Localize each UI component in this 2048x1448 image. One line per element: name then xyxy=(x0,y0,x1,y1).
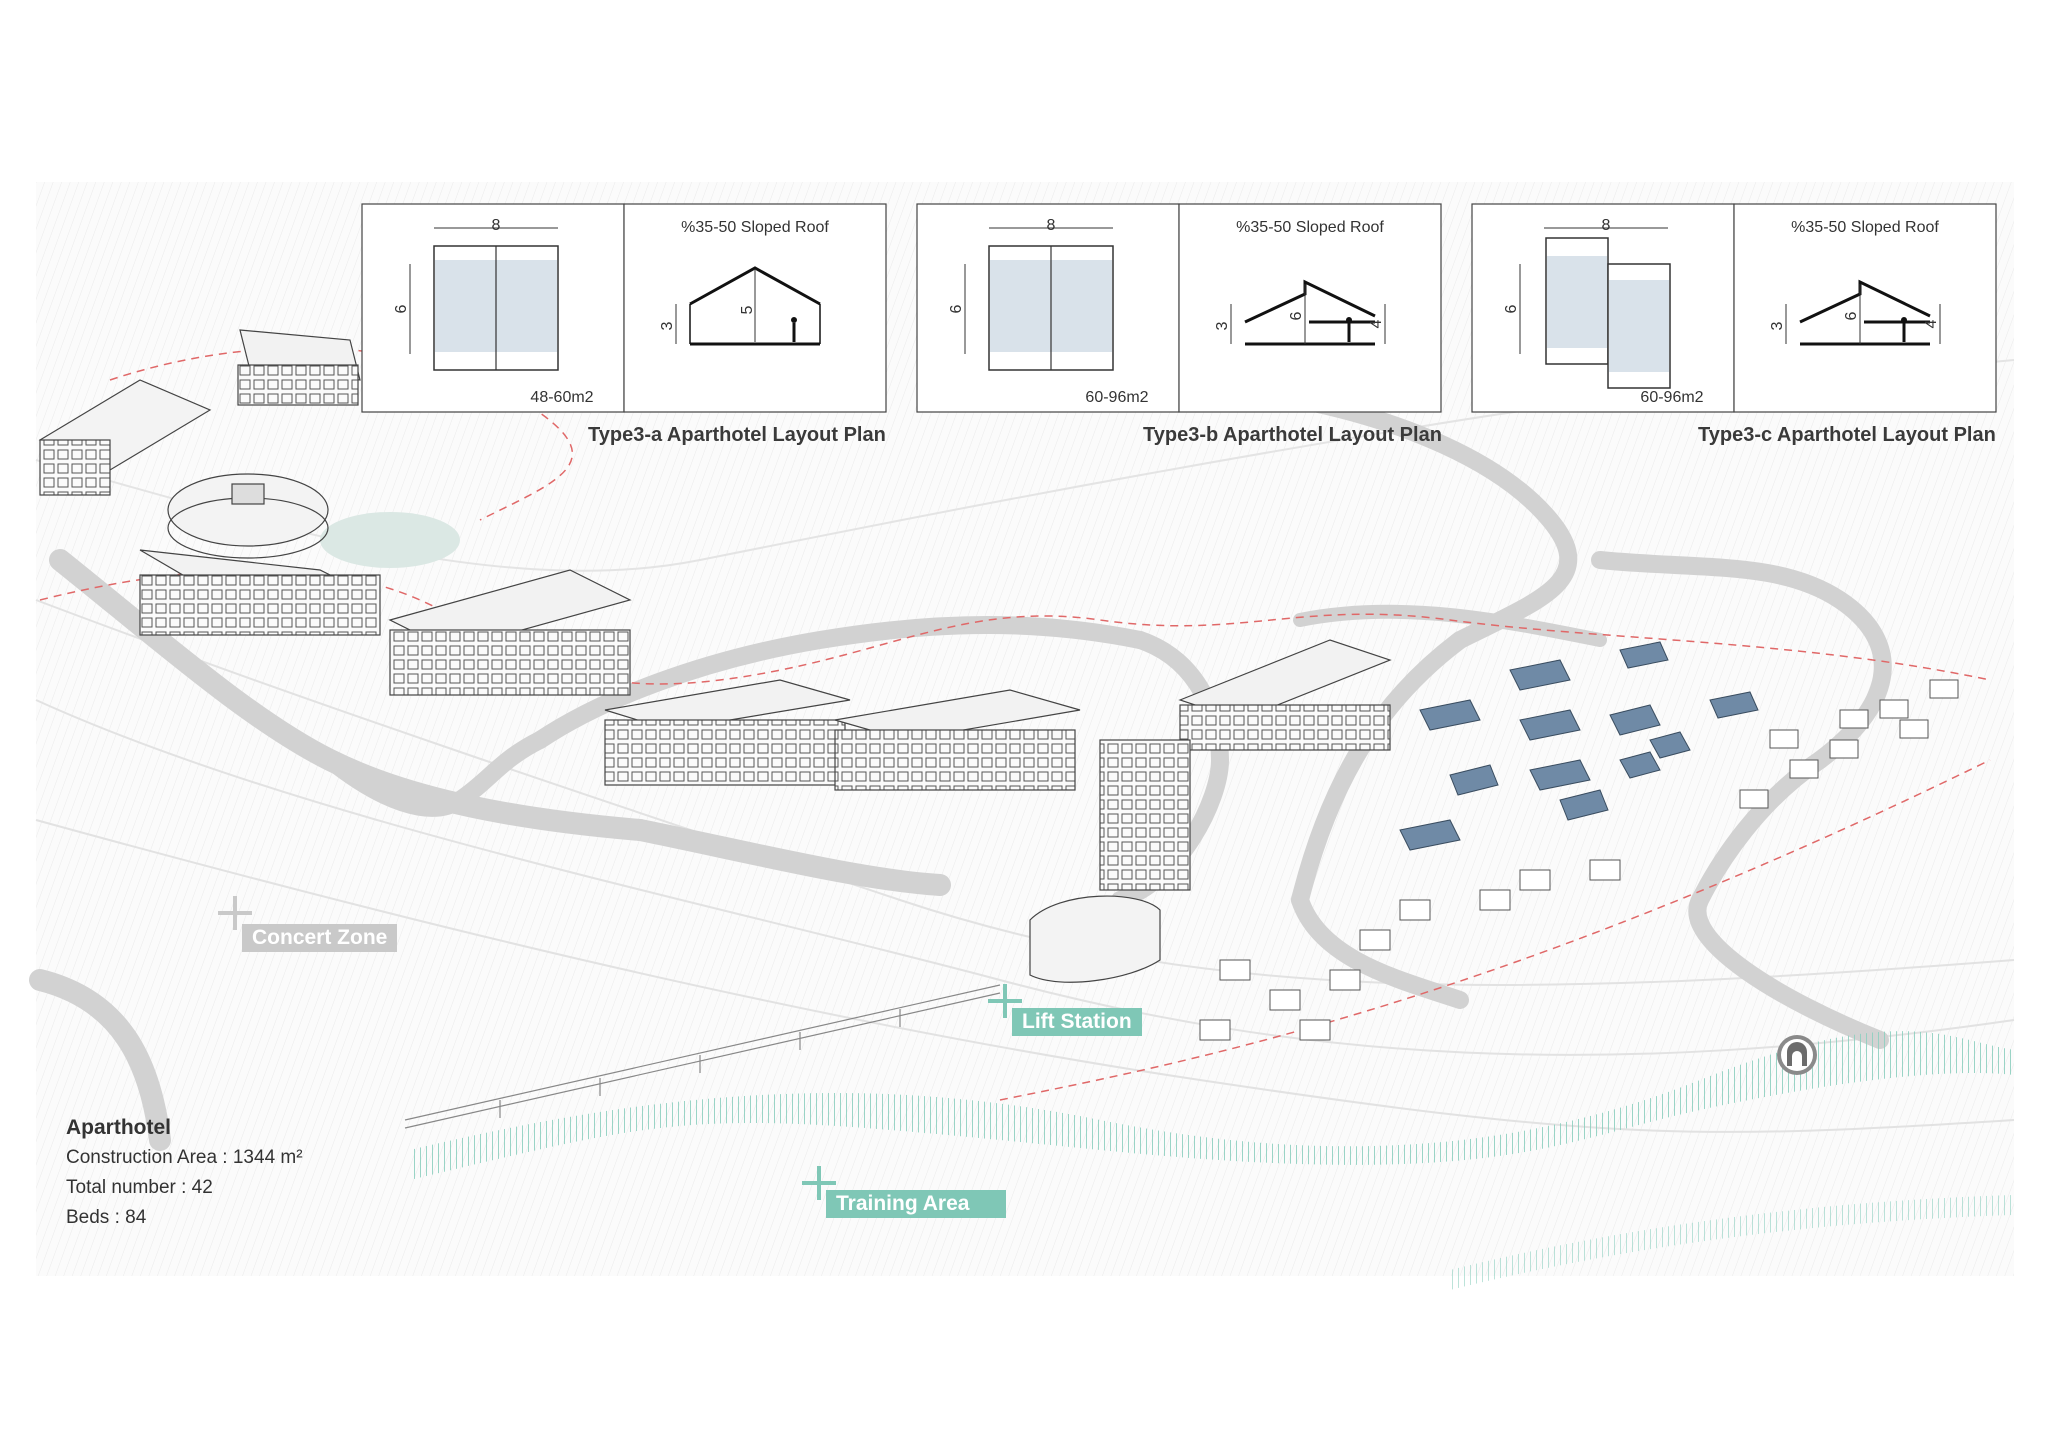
lift-station-label: Lift Station xyxy=(1012,1008,1142,1036)
width-dim-label: 8 xyxy=(1602,217,1611,234)
width-dim-label: 8 xyxy=(1047,217,1056,234)
construction-area: Construction Area : 1344 m² xyxy=(66,1147,303,1168)
wall-dim-label: 3 xyxy=(1769,321,1786,330)
plan-title-type3c: Type3-c Aparthotel Layout Plan xyxy=(1698,424,1996,446)
width-dim-label: 8 xyxy=(492,217,501,234)
ropeway xyxy=(404,984,1001,1129)
beds-count: Beds : 84 xyxy=(66,1207,147,1228)
lift-marker-icon xyxy=(988,984,1022,1018)
roof-title: %35-50 Sloped Roof xyxy=(1236,219,1384,236)
site-boundary xyxy=(39,347,1991,1101)
mezz-dim-label: 4 xyxy=(1923,319,1940,328)
area-label: 60-96m2 xyxy=(1640,389,1703,406)
training-marker-icon xyxy=(802,1166,836,1200)
section-roof xyxy=(689,266,821,306)
depth-dim-label: 6 xyxy=(948,304,965,313)
area-label: 60-96m2 xyxy=(1085,389,1148,406)
total-number: Total number : 42 xyxy=(66,1177,213,1198)
mezz-dim-label: 4 xyxy=(1368,319,1385,328)
person-icon xyxy=(791,317,797,323)
tunnel-icon xyxy=(1777,1035,1817,1075)
depth-dim-label: 6 xyxy=(1503,304,1520,313)
plan-panel-2: 8 6 60-96m2 %35-50 Sloped Roof 6 4 3 xyxy=(916,203,1442,413)
person-icon xyxy=(1346,317,1352,323)
ridge-dim-label: 5 xyxy=(739,305,756,314)
roof-title: %35-50 Sloped Roof xyxy=(681,219,829,236)
plan-panel-1: 8 6 48-60m2 %35-50 Sloped Roof 5 3 xyxy=(361,203,887,413)
wall-dim-label: 3 xyxy=(1214,321,1231,330)
person-icon xyxy=(1901,317,1907,323)
roof-title: %35-50 Sloped Roof xyxy=(1791,219,1939,236)
cabins-blue xyxy=(1399,641,1759,851)
cabins-white xyxy=(1199,679,1959,1041)
section-box xyxy=(1178,203,1442,413)
plan-room-left xyxy=(1547,256,1607,348)
concert-zone-label: Concert Zone xyxy=(242,924,398,952)
plan-panels: 8 6 48-60m2 %35-50 Sloped Roof 5 3 8 6 60-96m2 %3… xyxy=(361,203,1997,413)
area-label: 48-60m2 xyxy=(530,389,593,406)
training-corridor xyxy=(410,1031,2014,1290)
wall-dim-label: 3 xyxy=(659,321,676,330)
aparthotel-info: Aparthotel Construction Area : 1344 m² T… xyxy=(66,1113,303,1233)
ridge-dim-label: 6 xyxy=(1843,311,1860,320)
section-box xyxy=(1733,203,1997,413)
depth-dim-label: 6 xyxy=(393,304,410,313)
ridge-dim-label: 6 xyxy=(1288,311,1305,320)
plan-panel-3: 8 6 60-96m2 %35-50 Sloped Roof 6 4 3 xyxy=(1471,203,1997,413)
plan-title-type3b: Type3-b Aparthotel Layout Plan xyxy=(1143,424,1442,446)
concert-marker-icon xyxy=(218,896,252,930)
training-area-label: Training Area xyxy=(826,1190,1006,1218)
buildings xyxy=(38,329,1392,983)
plan-title-type3a: Type3-a Aparthotel Layout Plan xyxy=(588,424,886,446)
pond xyxy=(320,512,460,568)
plan-room-right xyxy=(1609,280,1669,372)
info-heading: Aparthotel xyxy=(66,1116,171,1139)
